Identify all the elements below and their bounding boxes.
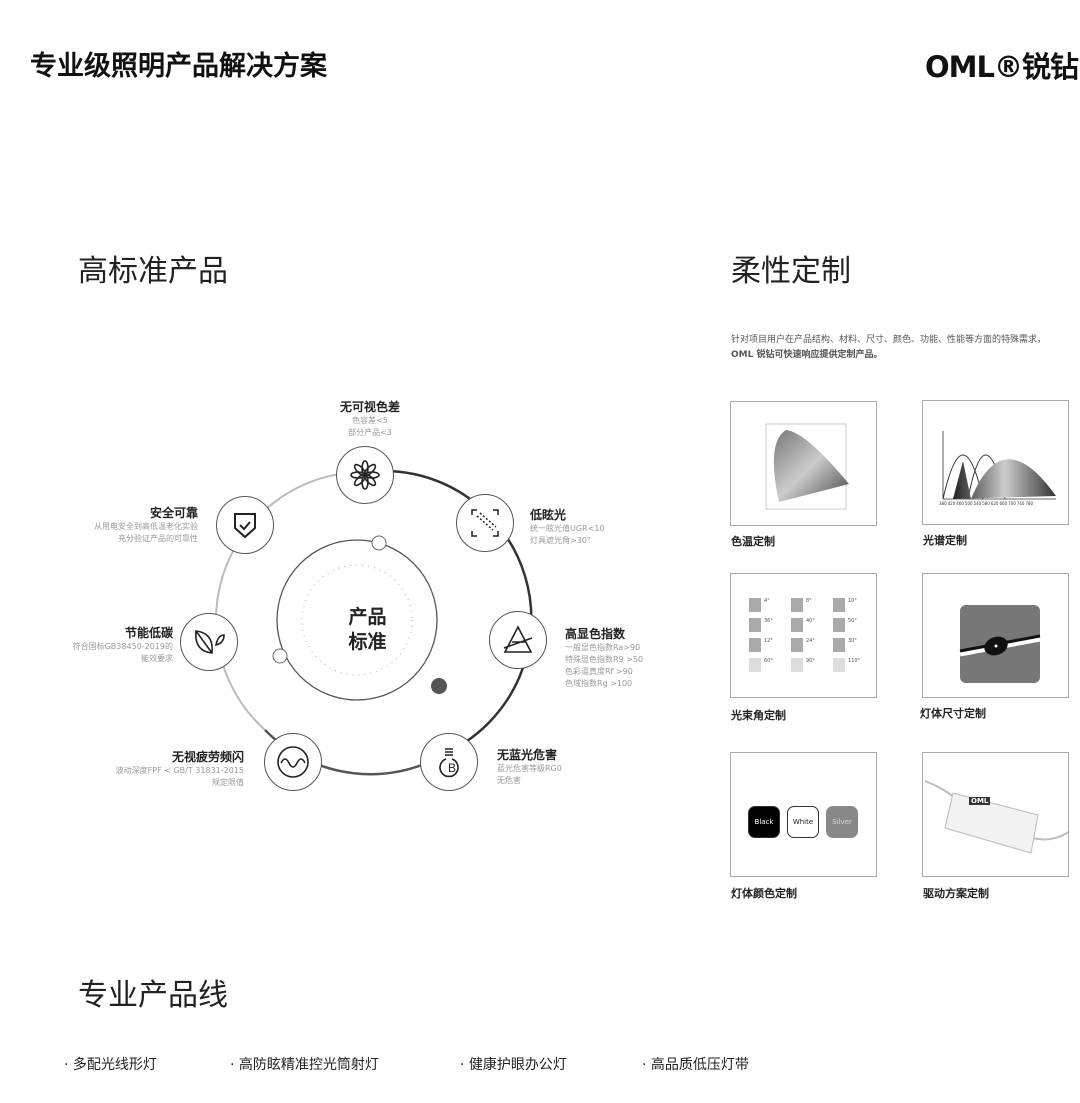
beam-item: 8° xyxy=(791,598,833,612)
desc-line: OML 锐钻可快速响应提供定制产品。 xyxy=(731,350,883,360)
feature-desc: 从用电安全到高低温老化实验 xyxy=(94,522,198,531)
tick: 660 xyxy=(999,501,1008,506)
custom-description: 针对项目用户在产品结构、材料、尺寸、颜色、功能、性能等方面的特殊需求， OML … xyxy=(731,333,1046,363)
center-label-line2: 标准 xyxy=(348,631,387,653)
product-line-item: · 高品质低压灯带 xyxy=(642,1057,749,1073)
feature-energy-saving: 节能低碳 符合国标GB38450-2019的 能效要求 xyxy=(73,624,173,665)
swatch-black[interactable]: Black xyxy=(748,806,780,838)
feature-title: 低眩光 xyxy=(530,508,567,522)
feature-desc: 充分验证产品的可靠性 xyxy=(118,534,198,543)
card-spectrum-label: 光谱定制 xyxy=(923,534,967,547)
feature-title: 安全可靠 xyxy=(149,506,198,520)
tick: 460 xyxy=(956,501,964,506)
prism-icon xyxy=(489,611,547,669)
card-cct-label: 色温定制 xyxy=(731,535,775,548)
feature-no-blue-hazard: 无蓝光危害 蓝光危害等级RG0 无危害 xyxy=(497,746,562,787)
feature-desc: 统一眩光值UGR<10 xyxy=(530,524,605,533)
feature-desc: 蓝光危害等级RG0 xyxy=(497,764,562,773)
tick: 380 xyxy=(939,501,947,506)
beam-item: 50° xyxy=(833,618,875,632)
feature-title: 高显色指数 xyxy=(565,627,626,641)
feature-title: 无蓝光危害 xyxy=(497,748,558,762)
spectrum-chart xyxy=(942,431,1056,500)
tick: 780 xyxy=(1025,501,1034,506)
feature-desc: 色彩逼真度Rf >90 xyxy=(565,667,633,676)
feature-desc: 能效要求 xyxy=(141,654,173,663)
bulb-b-icon: B xyxy=(420,733,478,791)
feature-desc: 色域指数Rg >100 xyxy=(565,679,633,688)
driver-image xyxy=(924,780,1068,854)
feature-safety: 安全可靠 从用电安全到高低温老化实验 充分验证产品的可靠性 xyxy=(94,504,198,545)
feature-desc: 无危害 xyxy=(497,776,521,785)
product-line-item: · 多配光线形灯 xyxy=(64,1057,157,1073)
feature-color-consistency: 无可视色差 色容差<5 部分产品<3 xyxy=(320,398,420,439)
feature-low-glare: 低眩光 统一眩光值UGR<10 灯具遮光角>30° xyxy=(530,506,605,547)
swatch-silver[interactable]: Silver xyxy=(826,806,858,838)
product-line-item: · 高防眩精准控光筒射灯 xyxy=(230,1057,379,1073)
feature-title: 节能低碳 xyxy=(124,626,173,640)
card-size xyxy=(922,573,1069,698)
card-driver: OML xyxy=(922,752,1069,877)
track-light-image xyxy=(959,605,1041,683)
anti-glare-icon xyxy=(456,494,514,552)
tick: 420 xyxy=(947,501,956,506)
feature-desc: 灯具遮光角>30° xyxy=(530,536,591,545)
card-color: Black White Silver xyxy=(730,752,877,877)
page-title: 专业级照明产品解决方案 xyxy=(30,51,327,82)
leaf-icon xyxy=(180,613,238,671)
tick: 500 xyxy=(964,501,973,506)
swatch-white[interactable]: White xyxy=(787,806,819,838)
feature-desc: 符合国标GB38450-2019的 xyxy=(72,642,173,651)
card-color-label: 灯体颜色定制 xyxy=(731,887,797,900)
beam-item: 10° xyxy=(833,598,875,612)
shield-check-icon xyxy=(216,496,274,554)
desc-line: 针对项目用户在产品结构、材料、尺寸、颜色、功能、性能等方面的特殊需求， xyxy=(731,335,1047,345)
tick: 740 xyxy=(1016,501,1025,506)
wave-icon xyxy=(264,733,322,791)
beam-item: 90° xyxy=(791,658,833,672)
card-beam-angle-label: 光束角定制 xyxy=(731,709,786,722)
beam-item: 30° xyxy=(833,638,875,652)
card-size-label: 灯体尺寸定制 xyxy=(920,707,986,720)
feature-desc: 特殊显色指数R9 >50 xyxy=(565,655,644,664)
card-cct xyxy=(730,401,877,526)
feature-desc: 波动深度FPF < GB/T 31831-2015 xyxy=(115,766,244,775)
section-heading-standards: 高标准产品 xyxy=(78,254,228,289)
feature-desc: 色容差<5 xyxy=(352,416,388,425)
feature-desc: 一般显色指数Ra>90 xyxy=(565,643,641,652)
tick: 620 xyxy=(990,501,999,506)
beam-item: 4° xyxy=(749,598,791,612)
feature-title: 无视疲劳频闪 xyxy=(171,750,244,764)
tick: 700 xyxy=(1008,501,1016,506)
tick: 580 xyxy=(982,501,990,506)
feature-title: 无可视色差 xyxy=(339,400,400,414)
card-beam-angle: 4° 8° 10° 36° 40° 50° 12° 24° 30° 60° 90… xyxy=(730,573,877,698)
beam-item: 60° xyxy=(749,658,791,672)
chromaticity-diagram xyxy=(765,423,849,510)
feature-no-flicker: 无视疲劳频闪 波动深度FPF < GB/T 31831-2015 规定限值 xyxy=(116,748,244,789)
card-driver-label: 驱动方案定制 xyxy=(923,887,989,900)
tick: 540 xyxy=(973,501,982,506)
section-heading-lines: 专业产品线 xyxy=(78,978,228,1013)
feature-high-cri: 高显色指数 一般显色指数Ra>90 特殊显色指数R9 >50 色彩逼真度Rf >… xyxy=(565,625,643,690)
driver-brand: OML xyxy=(969,797,991,805)
beam-item: 36° xyxy=(749,618,791,632)
svg-text:B: B xyxy=(448,761,456,775)
beam-item: 110° xyxy=(833,658,875,672)
brand-logo: OML®锐钻 xyxy=(925,50,1079,84)
beam-item: 40° xyxy=(791,618,833,632)
center-label-line1: 产品 xyxy=(348,606,387,628)
product-line-item: · 健康护眼办公灯 xyxy=(460,1057,567,1073)
flower-icon xyxy=(336,446,394,504)
beam-item: 24° xyxy=(791,638,833,652)
feature-desc: 规定限值 xyxy=(212,778,244,787)
feature-desc: 部分产品<3 xyxy=(348,428,392,437)
section-heading-custom: 柔性定制 xyxy=(731,254,851,289)
beam-item: 12° xyxy=(749,638,791,652)
